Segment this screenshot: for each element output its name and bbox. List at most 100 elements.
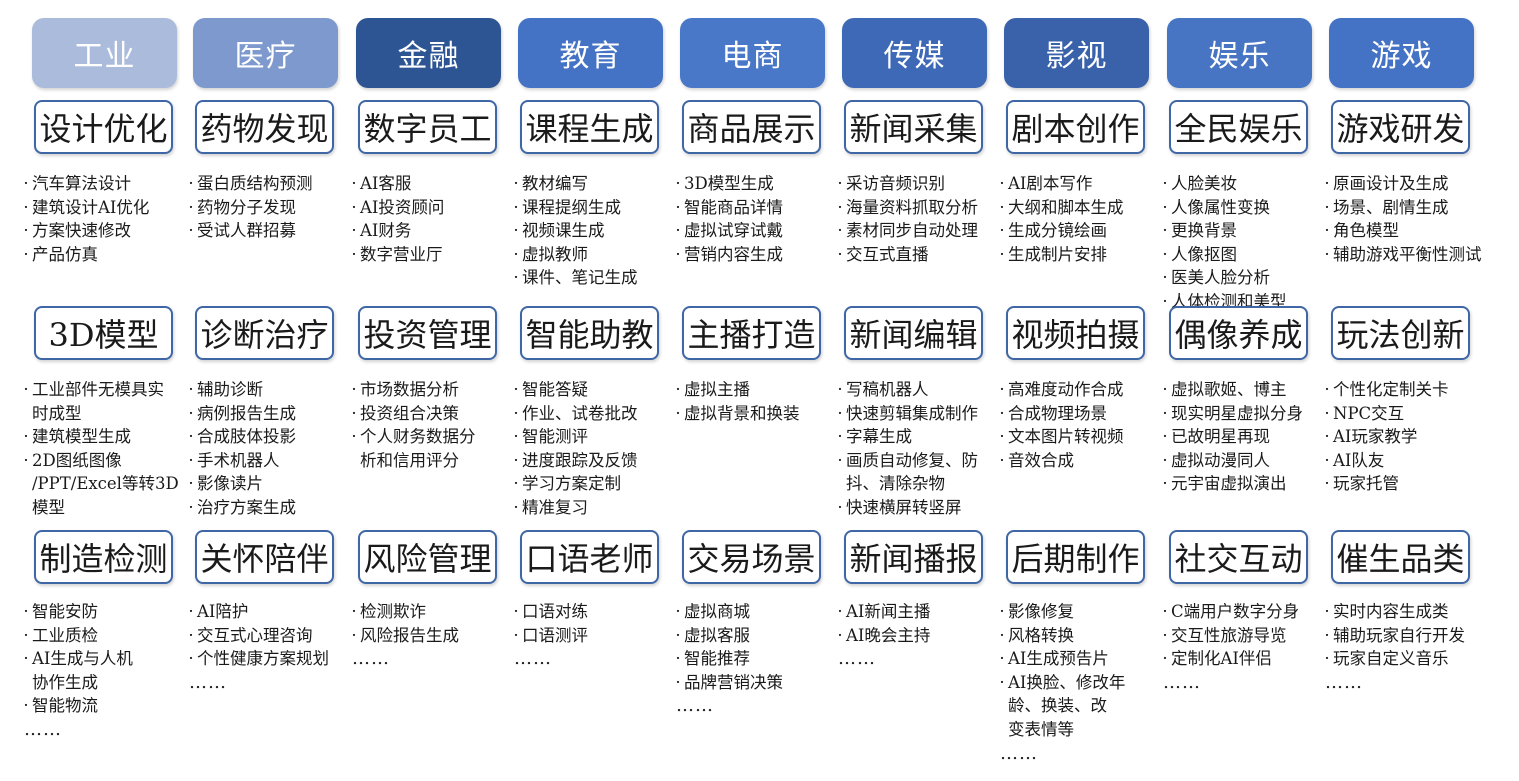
scenario-item: 素材同步自动处理 (834, 219, 1009, 243)
scenario-item: 交互性旅游导览 (1159, 624, 1334, 648)
scenario-item: …… (352, 648, 390, 670)
industry-header: 教育 (518, 18, 663, 88)
scenario-title-box: 关怀陪伴 (195, 530, 334, 584)
scenario-item: 虚拟动漫同人 (1159, 449, 1334, 473)
scenario-item: 智能答疑 (510, 378, 685, 402)
scenario-item: 药物分子发现 (185, 196, 360, 220)
scenario-item: 2D图纸图像 (20, 449, 195, 473)
scenario-item: 市场数据分析 (348, 378, 523, 402)
scenario-item: 人像属性变换 (1159, 196, 1334, 220)
scenario-title-box: 社交互动 (1169, 530, 1308, 584)
scenario-item: 受试人群招募 (185, 219, 360, 243)
scenario-item: …… (1163, 671, 1201, 693)
scenario-item-list: 虚拟主播虚拟背景和换装 (672, 378, 847, 425)
industry-column: 金融数字员工AI客服AI投资顾问AI财务数字营业厅投资管理市场数据分析投资组合决… (352, 0, 501, 781)
scenario-title-box: 新闻播报 (844, 530, 983, 584)
scenario-title-box: 数字员工 (358, 100, 497, 154)
scenario-item: AI投资顾问 (348, 196, 523, 220)
scenario-item-list: 口语对练口语测评…… (510, 600, 685, 671)
scenario-item: …… (676, 695, 714, 717)
scenario-item: 大纲和脚本生成 (996, 196, 1171, 220)
scenario-title-box: 偶像养成 (1169, 306, 1308, 360)
scenario-item: C端用户数字分身 (1159, 600, 1334, 624)
scenario-title-box: 主播打造 (682, 306, 821, 360)
industry-header: 工业 (32, 18, 177, 88)
scenario-item: 画质自动修复、防 (834, 449, 1009, 473)
scenario-item-list: 智能安防工业质检AI生成与人机协作生成智能物流…… (20, 600, 195, 742)
scenario-item: 已故明星再现 (1159, 425, 1334, 449)
industry-column: 教育课程生成教材编写课程提纲生成视频课生成虚拟教师课件、笔记生成智能助教智能答疑… (514, 0, 663, 781)
scenario-item: 析和信用评分 (360, 450, 459, 470)
scenario-item: 原画设计及生成 (1321, 172, 1496, 196)
scenario-item-list: 虚拟商城虚拟客服智能推荐品牌营销决策…… (672, 600, 847, 718)
scenario-item: 更换背景 (1159, 219, 1334, 243)
scenario-item: 抖、清除杂物 (846, 474, 945, 494)
scenario-item: 快速横屏转竖屏 (834, 496, 1009, 520)
scenario-item-list: AI剧本写作大纲和脚本生成生成分镜绘画生成制片安排 (996, 172, 1171, 266)
scenario-item: 进度跟踪及反馈 (510, 449, 685, 473)
industry-column: 影视剧本创作AI剧本写作大纲和脚本生成生成分镜绘画生成制片安排视频拍摄高难度动作… (1000, 0, 1149, 781)
scenario-item: 智能安防 (20, 600, 195, 624)
industry-header: 影视 (1004, 18, 1149, 88)
scenario-item: 视频课生成 (510, 219, 685, 243)
scenario-item: 采访音频识别 (834, 172, 1009, 196)
scenario-item: 3D模型生成 (672, 172, 847, 196)
industry-column: 医疗药物发现蛋白质结构预测药物分子发现受试人群招募诊断治疗辅助诊断病例报告生成合… (189, 0, 338, 781)
scenario-title-box: 剧本创作 (1006, 100, 1145, 154)
scenario-title-box: 视频拍摄 (1006, 306, 1145, 360)
scenario-item: 课程提纲生成 (510, 196, 685, 220)
scenario-item: AI生成与人机 (20, 647, 195, 671)
scenario-item: 智能商品详情 (672, 196, 847, 220)
scenario-item: AI换脸、修改年 (996, 671, 1171, 695)
industry-header: 娱乐 (1167, 18, 1312, 88)
scenario-item: 文本图片转视频 (996, 425, 1171, 449)
scenario-item: 精准复习 (510, 496, 685, 520)
scenario-item: 课件、笔记生成 (510, 266, 685, 290)
scenario-item-list: 人脸美妆人像属性变换更换背景人像抠图医美人脸分析人体检测和美型 (1159, 172, 1334, 314)
scenario-item-list: 市场数据分析投资组合决策个人财务数据分析和信用评分 (348, 378, 523, 472)
scenario-item: 协作生成 (32, 672, 98, 692)
scenario-item: 交互式心理咨询 (185, 624, 360, 648)
scenario-item: 智能推荐 (672, 647, 847, 671)
scenario-item: 影像读片 (185, 472, 360, 496)
scenario-title-box: 催生品类 (1331, 530, 1470, 584)
industry-column: 电商商品展示3D模型生成智能商品详情虚拟试穿试戴营销内容生成主播打造虚拟主播虚拟… (676, 0, 825, 781)
scenario-item: 虚拟主播 (672, 378, 847, 402)
scenario-item: 产品仿真 (20, 243, 195, 267)
scenario-title-box: 全民娱乐 (1169, 100, 1308, 154)
scenario-item: 定制化AI伴侣 (1159, 647, 1334, 671)
scenario-item: 交互式直播 (834, 243, 1009, 267)
scenario-item: 智能物流 (20, 694, 195, 718)
scenario-title-box: 课程生成 (520, 100, 659, 154)
scenario-item: 人脸美妆 (1159, 172, 1334, 196)
industry-header: 医疗 (193, 18, 338, 88)
scenario-item: 方案快速修改 (20, 219, 195, 243)
scenario-item: 虚拟教师 (510, 243, 685, 267)
scenario-item: 工业质检 (20, 624, 195, 648)
scenario-item: …… (838, 648, 876, 670)
scenario-item: 写稿机器人 (834, 378, 1009, 402)
scenario-item: 辅助诊断 (185, 378, 360, 402)
scenario-item: 元宇宙虚拟演出 (1159, 472, 1334, 496)
scenario-item: 建筑设计AI优化 (20, 196, 195, 220)
scenario-item: 龄、换装、改 (1008, 696, 1107, 716)
scenario-title-box: 3D模型 (34, 306, 173, 360)
scenario-item-list: 个性化定制关卡NPC交互AI玩家教学AI队友玩家托管 (1321, 378, 1496, 496)
industry-header: 电商 (680, 18, 825, 88)
scenario-title-box: 商品展示 (682, 100, 821, 154)
scenario-item: 字幕生成 (834, 425, 1009, 449)
scenario-item: 智能测评 (510, 425, 685, 449)
scenario-item-list: AI陪护交互式心理咨询个性健康方案规划…… (185, 600, 360, 694)
scenario-item: 工业部件无模具实 (20, 378, 195, 402)
scenario-item: …… (1000, 742, 1038, 764)
scenario-title-box: 口语老师 (520, 530, 659, 584)
scenario-item: 虚拟试穿试戴 (672, 219, 847, 243)
scenario-item-list: 原画设计及生成场景、剧情生成角色模型辅助游戏平衡性测试 (1321, 172, 1496, 266)
scenario-item: AI财务 (348, 219, 523, 243)
industry-column: 游戏游戏研发原画设计及生成场景、剧情生成角色模型辅助游戏平衡性测试玩法创新个性化… (1325, 0, 1482, 781)
scenario-title-box: 交易场景 (682, 530, 821, 584)
industry-header: 游戏 (1329, 18, 1474, 88)
scenario-item: 变表情等 (1008, 719, 1074, 739)
scenario-item: 风险报告生成 (348, 624, 523, 648)
